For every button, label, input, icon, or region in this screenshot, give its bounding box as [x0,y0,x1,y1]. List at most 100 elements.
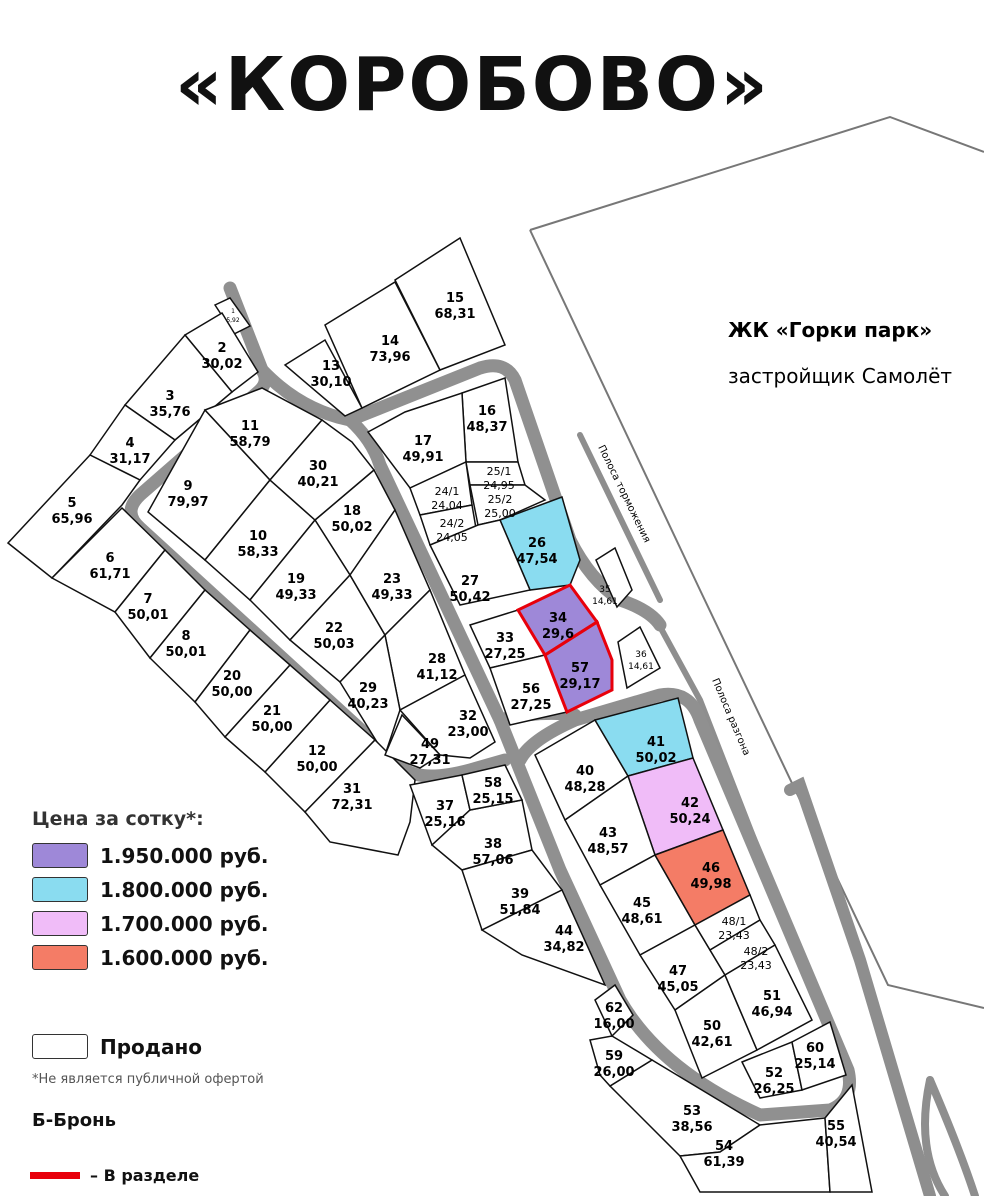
plot-area: 50,02 [331,520,372,535]
plot-number: 41 [647,735,665,750]
plot-area: 14,61 [628,662,654,672]
plot-area: 73,96 [369,350,410,365]
legend-swatch [32,1034,88,1059]
plot-area: 5,92 [226,317,240,324]
plot-area: 49,33 [275,588,316,603]
plot-number: 10 [249,529,267,544]
plot-area: 23,43 [718,929,750,942]
plot-area: 58,79 [229,435,270,450]
plot-area: 24,05 [436,531,468,544]
plot-number: 24/1 [435,485,460,498]
plot-number: 18 [343,504,361,519]
plot-shape[interactable] [430,799,533,871]
plot-number: 30 [309,459,327,474]
plot-shape[interactable] [469,484,547,526]
plot-area: 14,61 [592,597,618,607]
plot-shape[interactable] [366,391,467,489]
legend-price-1800: 1.800.000 руб. [32,877,269,902]
plots-layer [6,236,873,1193]
plot-shape[interactable] [394,236,506,371]
plot-number: 28 [428,652,446,667]
plot-area: 40,23 [347,697,388,712]
plot-number: 60 [806,1041,824,1056]
plot-25-2-label: 25/225,00 [484,493,516,520]
plot-shape[interactable] [428,519,532,606]
plot-area: 26,00 [593,1065,634,1080]
legend-label: 1.800.000 руб. [100,877,269,902]
plot-area: 49,33 [371,588,412,603]
legend-price-1950: 1.950.000 руб. [32,843,269,868]
plot-2-label: 230,02 [201,341,242,372]
plot-area: 79,97 [167,495,208,510]
plot-shape[interactable] [595,546,633,609]
plot-24-1-label: 24/124,04 [431,485,463,512]
plot-area: 72,31 [331,798,372,813]
plot-area: 48,37 [466,420,507,435]
plot-shape[interactable] [461,764,524,811]
plot-labels-layer: 15,92230,02335,76431,17565,96661,71750,0… [51,291,856,1170]
plot-area: 29,17 [559,677,600,692]
plot-shape[interactable] [480,888,607,987]
plot-area: 50,01 [127,608,168,623]
plot-shape[interactable] [384,713,442,769]
plot-area: 35,76 [149,405,190,420]
plot-area: 47,54 [516,552,557,567]
plot-shape[interactable] [617,625,661,690]
plot-7-label: 750,01 [127,592,168,623]
plot-shape[interactable] [724,943,813,1052]
plot-number: 48/2 [744,945,769,958]
plot-shape[interactable] [594,983,634,1038]
plot-number: 6 [105,551,114,566]
plot-shape[interactable] [589,1035,654,1087]
plot-area: 61,71 [89,567,130,582]
plot-number: 20 [223,669,241,684]
partition-swatch [30,1172,80,1179]
plot-area: 23,43 [740,959,772,972]
page-title: «КОРОБОВО» [175,42,770,128]
plot-6-label: 661,71 [89,551,130,582]
plot-number: 51 [763,989,781,1004]
plot-area: 27,25 [510,698,551,713]
plot-number: 4 [125,436,134,451]
partition-layer [515,583,614,715]
plot-area: 50,00 [211,685,252,700]
plot-number: 43 [599,826,617,841]
plot-number: 36 [635,650,647,660]
plot-area: 50,02 [635,751,676,766]
plot-5-label: 565,96 [51,496,92,527]
plot-shape[interactable] [268,418,376,521]
plot-area: 34,82 [543,940,584,955]
plot-shape[interactable] [824,1083,873,1193]
legend-label: 1.600.000 руб. [100,945,269,970]
plot-shape[interactable] [791,1020,847,1091]
plot-number: 39 [511,887,529,902]
plot-number: 58 [484,776,502,791]
plot-shape[interactable] [6,454,142,580]
plot-area: 45,05 [657,980,698,995]
plot-number: 32 [459,709,477,724]
plot-shape[interactable] [303,738,416,856]
plot-area: 50,01 [165,645,206,660]
plot-shape[interactable] [223,663,332,774]
plot-area: 65,96 [51,512,92,527]
plot-area: 48,28 [564,780,605,795]
